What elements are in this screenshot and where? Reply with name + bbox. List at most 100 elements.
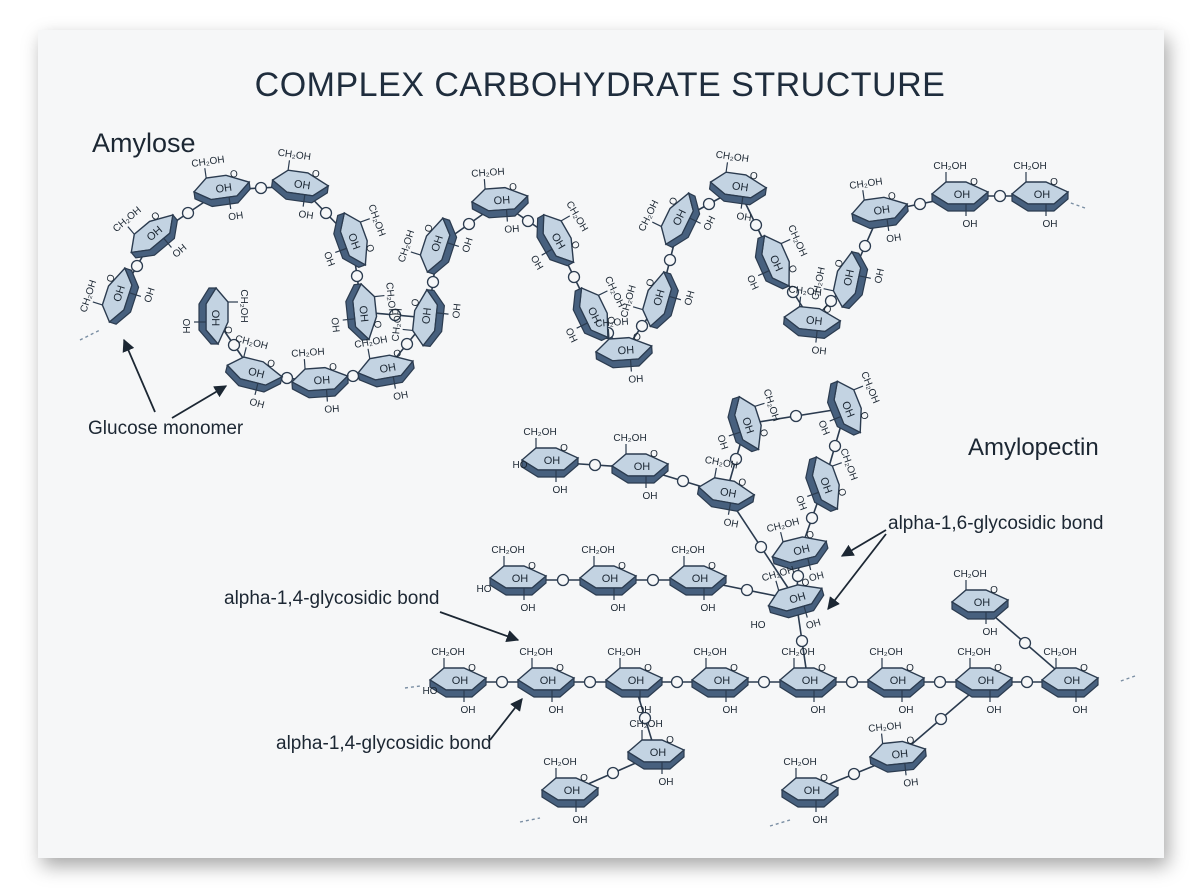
linking-oxygen (319, 206, 333, 220)
ring-hydroxyl-lower-label: OH (987, 705, 1002, 716)
ring-edge (767, 587, 825, 619)
ring-edge (669, 574, 727, 596)
ring-hydroxyl-label: OH (804, 785, 821, 797)
ring-edge (193, 180, 251, 208)
alpha-1-6-bond-label: alpha-1,6-glycosidic bond (888, 513, 1104, 534)
ring-hydroxymethyl-label: CH₂OH (766, 516, 801, 535)
linking-oxygen (933, 675, 947, 689)
ring-hydroxymethyl-label: CH₂OH (543, 757, 576, 768)
ring-hydroxyl-label: OH (493, 194, 510, 207)
ring-hydroxyl-lower-label: OH (744, 274, 760, 292)
ring-hydroxyl-lower-label: OH (808, 570, 825, 584)
ring-edge (782, 315, 841, 340)
linking-oxygen (749, 218, 763, 232)
ring-hydroxymethyl-label: CH₂OH (858, 370, 881, 405)
linking-oxygen (845, 675, 859, 689)
ring-hydroxymethyl-label: CH₂OH (383, 282, 397, 316)
ring-oxygen-label: O (906, 663, 914, 674)
glucose-monomer-label: Glucose monomer (88, 418, 244, 439)
ring-hydroxyl-lower-label: OH (813, 815, 828, 826)
linking-oxygen (670, 675, 684, 689)
ring-oxygen-label: O (834, 258, 846, 268)
glucose-monomer-arrow-1 (122, 338, 156, 413)
ring-edge (605, 676, 663, 698)
ring-hydroxyl-label: OH (802, 675, 819, 687)
ring-hydroxyl-label: OH (215, 182, 233, 196)
alpha-1-6-arrow-1 (840, 529, 887, 557)
ring-oxygen-label: O (633, 332, 642, 344)
linking-oxygen (786, 285, 800, 299)
ring-hydroxyl-lower-label: OH (143, 286, 158, 304)
ring-hydroxyl-label: OH (974, 597, 991, 609)
chain-continuation (404, 685, 421, 689)
ring-hydroxyl-label: OH (692, 573, 709, 585)
ring-edge (649, 271, 679, 329)
ring-edge (426, 217, 458, 275)
ring-hydroxyl-lower-label: OH (683, 290, 698, 307)
ring-hydroxyl-lower-label: OH (553, 485, 568, 496)
ring-oxygen-label: O (423, 223, 436, 234)
ring-hydroxymethyl-label: CH₂OH (788, 284, 822, 298)
ring-hydroxyl-lower-label: OH (528, 254, 545, 272)
ring-oxygen-label: O (105, 273, 118, 284)
ring-oxygen-label: O (1080, 663, 1088, 674)
ring-edge (851, 202, 909, 230)
ring-hydroxyl-lower-label: OH (903, 777, 919, 790)
ring-edge (108, 267, 140, 325)
alpha-1-4-arrow-upper (439, 611, 520, 643)
ring-edge (198, 287, 220, 345)
ring-edge (627, 748, 685, 770)
ring-hydroxyl-lower-label: OH (811, 345, 827, 358)
ring-oxygen-label: O (818, 663, 826, 674)
ring-hydroxyl-lower-label: OH (815, 419, 831, 437)
linking-oxygen (789, 409, 803, 423)
linking-oxygen (702, 197, 716, 211)
ring-hydroxyl-label: OH (602, 573, 619, 585)
linking-oxygen (754, 540, 768, 554)
ring-oxygen-label: O (556, 663, 564, 674)
ring-hydroxyl-label: OH (628, 675, 645, 687)
ring-hydroxyl-lower-label: OH (811, 705, 826, 716)
ring-oxygen-label: O (823, 304, 832, 316)
ring-oxygen-label: O (393, 348, 403, 360)
ring-hydroxyl-lower-label: OH (702, 214, 718, 232)
paper-sheet (38, 30, 1164, 858)
alpha-1-4-bond-label-upper: alpha-1,4-glycosidic bond (224, 588, 440, 609)
ring-hydroxyl-label: OH (873, 204, 891, 218)
ring-hydroxymethyl-label: CH₂OH (471, 167, 505, 180)
ring-hydroxyl-label: OH (247, 366, 266, 382)
glycosidic-link (725, 493, 797, 601)
ring-oxygen-label: O (560, 443, 568, 454)
ring-hydroxyl-label: OH (978, 675, 995, 687)
linking-oxygen (913, 197, 927, 211)
ring-edge (489, 574, 547, 596)
ring-edge (429, 676, 487, 698)
ring-hydroxyl-lower-label: OH (228, 210, 244, 223)
linking-oxygen (993, 189, 1007, 203)
linking-oxygen (676, 474, 690, 488)
ring-oxygen-label: O (645, 277, 658, 288)
ring-hydroxymethyl-label: CH₂OH (238, 289, 249, 322)
ring-oxygen-label: O (749, 171, 758, 183)
ring-hydroxyl-lower-label: OH (637, 705, 652, 716)
linking-oxygen (583, 675, 597, 689)
ring-edge (869, 747, 927, 773)
chain-continuation (769, 819, 791, 827)
ring-hydroxyl-lower-label: OH (180, 319, 191, 334)
linking-oxygen (824, 294, 838, 308)
ring-hydroxyl-label: OH (452, 675, 469, 687)
ring-hydroxyl-label: OH (429, 234, 446, 253)
ring-hydroxyl-label: OH (356, 305, 370, 323)
